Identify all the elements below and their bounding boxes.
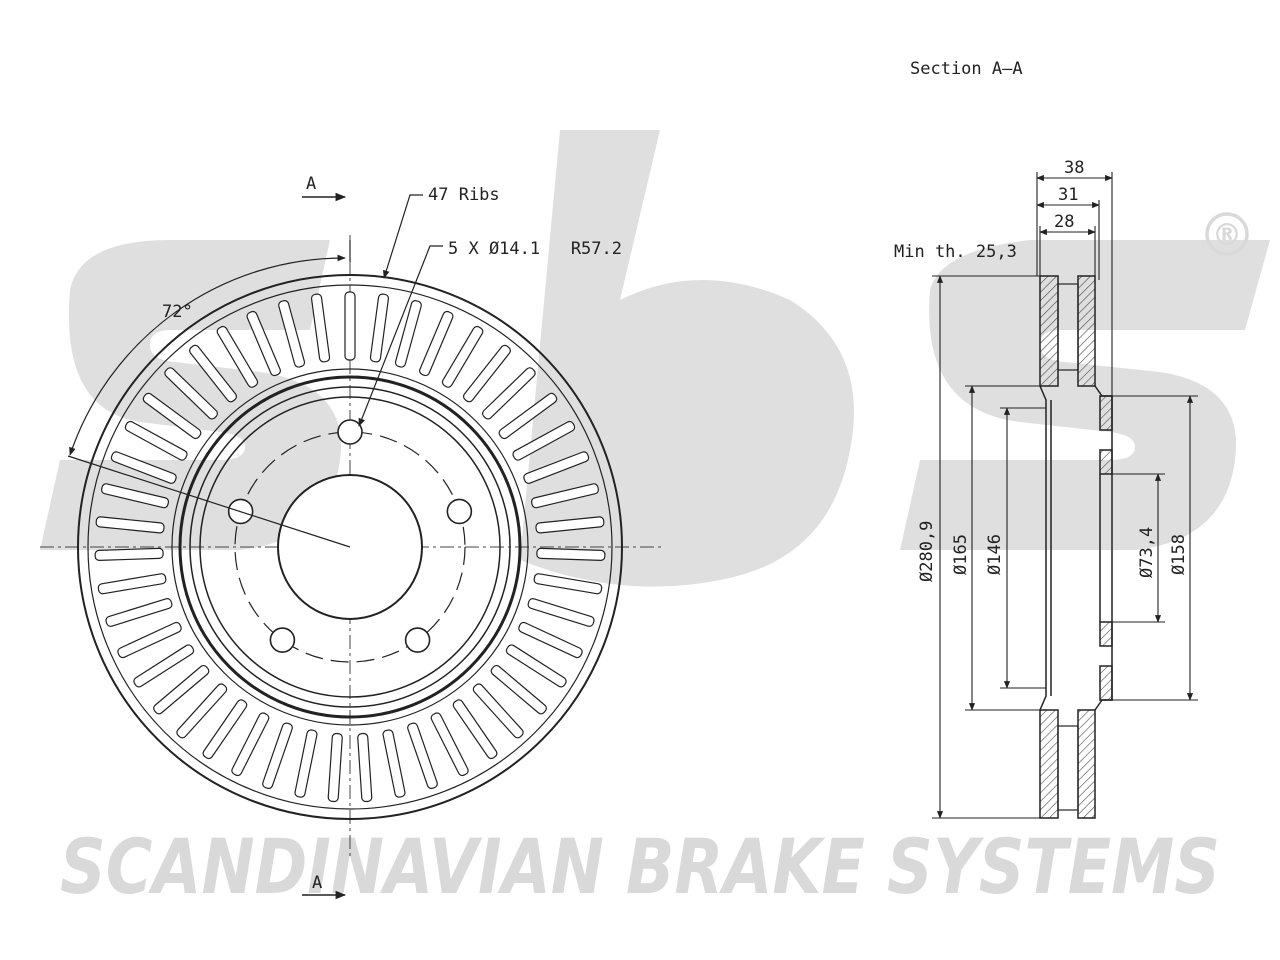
rib-slot [202,699,248,760]
rib-slot [101,483,170,509]
bolt-hole [446,498,473,525]
diameter-dim-158: Ø158 [1169,534,1189,575]
rib-slot [462,344,511,403]
rib-slot [94,547,164,561]
braking-surface-top [1039,275,1096,387]
rib-slot [310,293,331,363]
hat-ring-1 [178,375,522,719]
hat-ring-2 [189,386,511,708]
rib-slot [369,293,390,363]
company-watermark: SCANDINAVIAN BRAKE SYSTEMS [60,822,1220,911]
bolt-hole [404,627,431,653]
section-title: Section A–A [910,59,1023,79]
disc-outer-ring [87,284,613,810]
rib-slot [452,699,498,760]
angle-leg [67,455,351,548]
rib-slot [231,712,270,777]
rib-slot [512,420,576,461]
section-marker-bottom: A [312,873,322,893]
rib-slot [490,664,547,715]
rib-slot [357,732,373,803]
bolt-hole [269,627,296,653]
rib-slot [530,483,599,509]
rib-slot [117,621,182,659]
rib-slot [527,598,595,627]
disc-outer-edge [77,274,623,820]
hat-profile [1039,385,1113,711]
min-thickness-label: Min th. 25,3 [894,242,1017,262]
rib-slot [294,729,318,798]
rib-slot [153,664,210,715]
rib-slot [535,516,605,534]
section-view: Section A–A Min th. 25,3 [894,59,1198,819]
rib-slot [394,300,422,368]
rib-slot [505,644,567,688]
hat-ring-3 [199,396,501,698]
diameter-dim-146: Ø146 [985,534,1005,575]
rib-slot [97,573,167,595]
rib-slot [498,392,558,440]
rib-slot [536,547,606,561]
bolt-holes [227,419,473,653]
rib-slot [176,683,228,739]
width-dim-1: 38 [1064,158,1084,178]
angle-label: 72° [162,302,193,322]
rib-slot [105,598,173,627]
braking-surface-bottom [1039,709,1096,819]
rib-slot [419,310,454,377]
rib-slot [133,644,195,688]
rib-slot [533,573,603,595]
rib-slot [518,621,583,659]
registered-mark-circle [1205,212,1249,256]
width-dimensions [1036,172,1113,396]
section-marker-top: A [306,174,316,194]
rib-slot [95,516,165,534]
rib-slot [344,291,356,361]
bolt-circle [234,431,466,663]
rib-slot [407,722,438,790]
diameter-dimensions [932,275,1198,819]
width-dim-2: 31 [1058,185,1078,205]
diameter-dim-165: Ø165 [951,534,971,575]
rib-slot [441,325,484,388]
rib-slot [523,451,590,484]
rib-slot [382,729,406,798]
registered-mark: ® [1212,218,1242,253]
rib-slot [482,367,536,420]
ribs-label: 47 Ribs [428,185,500,205]
diameter-dim-bore: Ø73,4 [1137,527,1157,578]
rib-slot [430,712,469,777]
rib-slot [327,732,343,803]
ribs-leader [383,194,423,279]
angle-arc [69,254,346,456]
bolt-leader [358,245,443,427]
rib-slot [262,722,293,790]
disc-inner-ring [171,368,529,726]
rib-slot [472,683,524,739]
width-dim-3: 28 [1054,212,1074,232]
bolt-hole [337,419,363,445]
diameter-dim-outer: Ø280,9 [917,521,937,582]
bolt-label: 5 X Ø14.1 R57.2 [448,239,622,259]
front-view: 72° 47 Ribs 5 X Ø14.1 R57.2 A A [40,174,665,900]
